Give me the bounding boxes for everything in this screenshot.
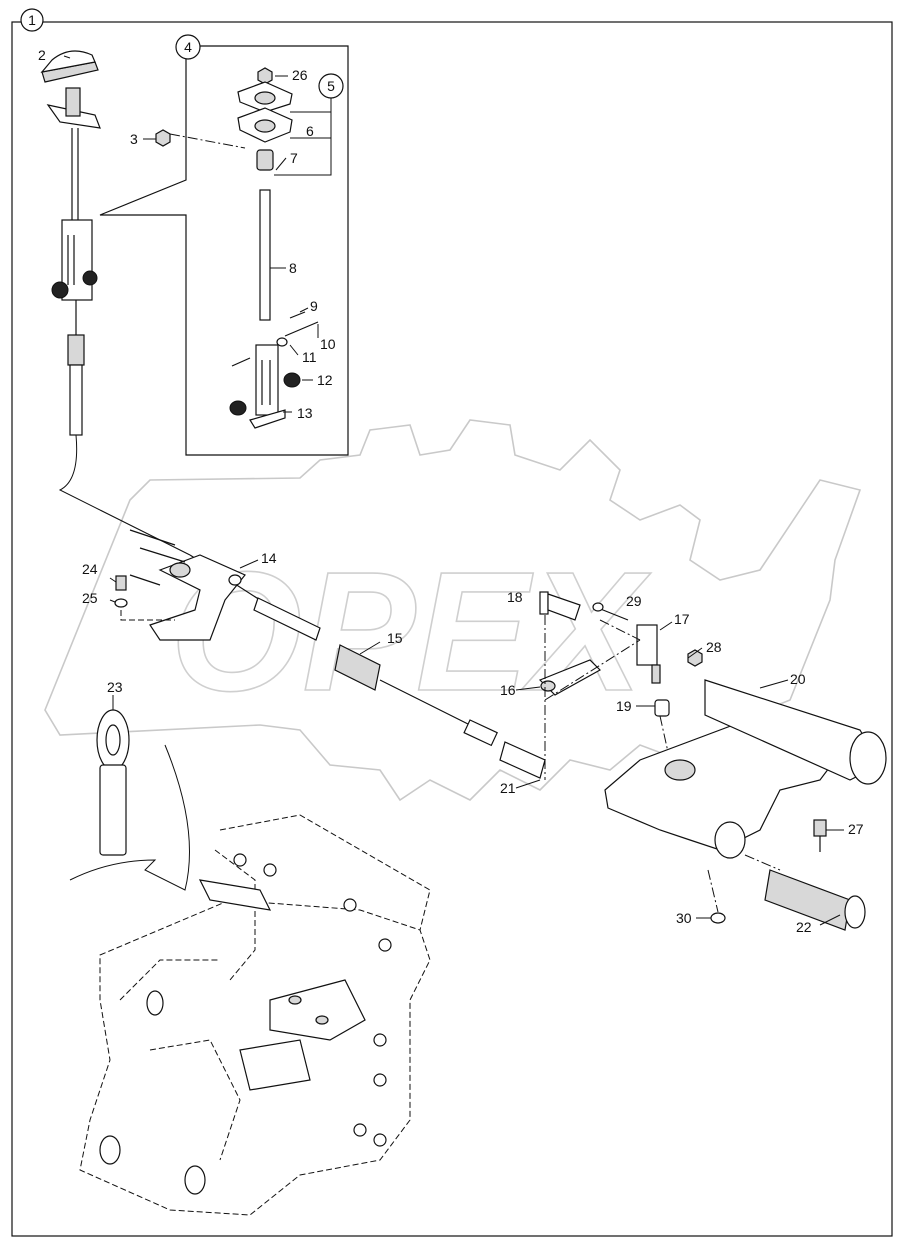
- label-21: 21: [500, 780, 516, 796]
- label-19: 19: [616, 698, 632, 714]
- detail-rod-8: [259, 189, 271, 321]
- detail-bushing-7: [256, 149, 274, 171]
- bolt-24: [115, 575, 127, 591]
- callout-4-text: 4: [184, 39, 192, 55]
- bushing-19: [654, 699, 670, 717]
- label-2: 2: [38, 47, 46, 63]
- detail-plate-upper: [237, 81, 293, 113]
- clevis-18: [539, 591, 581, 621]
- label-27: 27: [848, 821, 864, 837]
- label-6: 6: [306, 123, 314, 139]
- drawbar-20: [604, 679, 887, 859]
- label-3: 3: [130, 131, 138, 147]
- bracket-14: [149, 554, 246, 641]
- cable-assembly-15: [99, 509, 546, 779]
- detail-bracket-13: [249, 344, 286, 429]
- label-18: 18: [507, 589, 523, 605]
- label-11: 11: [302, 349, 317, 365]
- callout-5-text: 5: [327, 78, 335, 94]
- hitch-assembly: [79, 814, 431, 1216]
- outer-frame: [11, 21, 893, 1237]
- callout-4: 4: [175, 34, 201, 60]
- detail-pins: [231, 311, 319, 367]
- label-12: 12: [317, 372, 333, 388]
- nut-28: [687, 649, 703, 667]
- joint-17: [636, 624, 661, 684]
- detail-nut-26: [257, 67, 273, 85]
- bolt-27: [813, 819, 827, 852]
- label-23: 23: [107, 679, 123, 695]
- nut-part-3: [155, 129, 171, 147]
- label-22: 22: [796, 919, 812, 935]
- label-28: 28: [706, 639, 722, 655]
- label-8: 8: [289, 260, 297, 276]
- washer-25: [114, 598, 128, 608]
- label-25: 25: [82, 590, 98, 606]
- pin-23: [96, 709, 130, 856]
- washer-30: [710, 912, 726, 924]
- label-13: 13: [297, 405, 313, 421]
- pin-22: [764, 869, 866, 931]
- label-14: 14: [261, 550, 277, 566]
- bolts-set: [129, 529, 186, 586]
- mounting-plate: [46, 87, 101, 220]
- label-26: 26: [292, 67, 308, 83]
- callout-1-text: 1: [28, 12, 36, 28]
- label-30: 30: [676, 910, 692, 926]
- label-10: 10: [320, 336, 336, 352]
- label-17: 17: [674, 611, 690, 627]
- lever-bracket: [51, 219, 98, 301]
- bolt-29: [592, 602, 629, 621]
- label-15: 15: [387, 630, 403, 646]
- detail-plate-6: [237, 107, 293, 143]
- label-7: 7: [290, 150, 298, 166]
- detail-bubble: [69, 744, 190, 891]
- label-16: 16: [500, 682, 516, 698]
- callout-5: 5: [318, 73, 344, 99]
- detail-rubber-12: [229, 372, 301, 416]
- label-9: 9: [310, 298, 318, 314]
- lever-knob-part-2: [40, 50, 99, 83]
- upper-cable-end: [58, 300, 101, 511]
- label-20: 20: [790, 671, 806, 687]
- callout-1: 1: [20, 8, 44, 32]
- label-29: 29: [626, 593, 642, 609]
- watermark-text: OPEX: [170, 537, 651, 727]
- detail-box-4: [99, 45, 349, 456]
- label-24: 24: [82, 561, 98, 577]
